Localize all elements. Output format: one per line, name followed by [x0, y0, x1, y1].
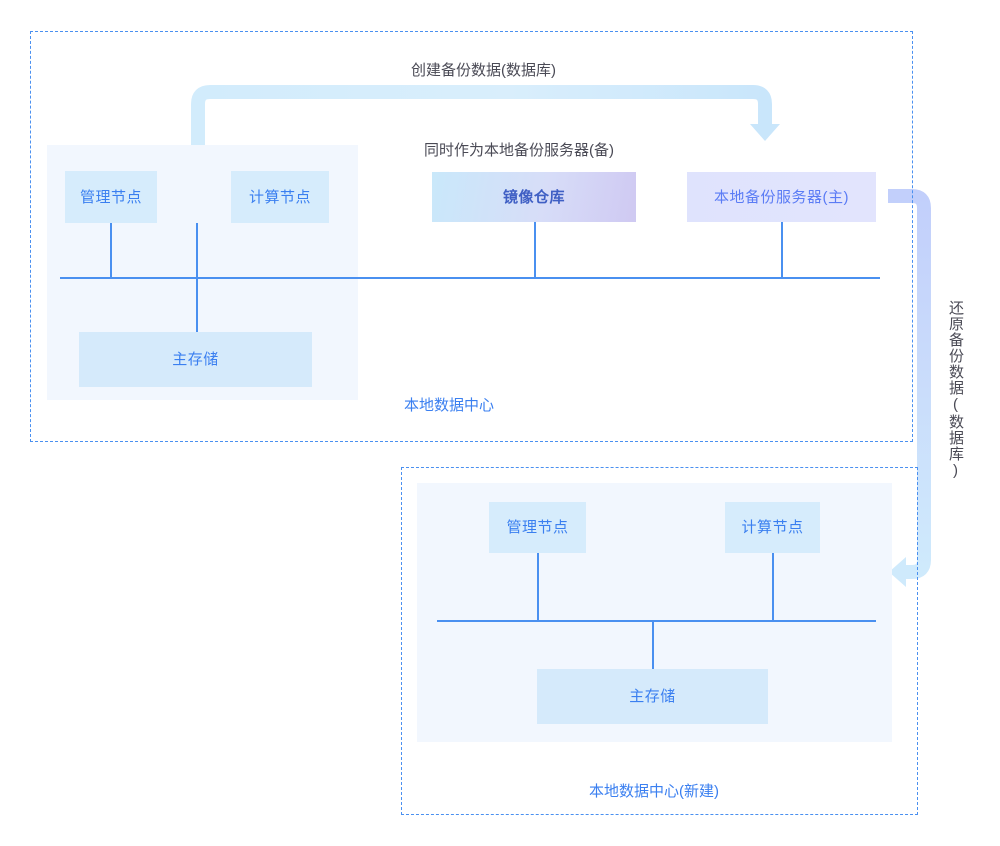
label-region-local-data-center-new: 本地数据中心(新建): [589, 783, 719, 800]
stem-compute-node-new: [772, 553, 774, 621]
node-compute-primary[interactable]: 计算节点: [231, 171, 329, 223]
node-mgmt-new[interactable]: 管理节点: [489, 502, 586, 553]
label-restore-backup-data: 还原备份数据(数据库): [947, 300, 964, 480]
bus-line-primary: [60, 277, 880, 279]
node-image-registry[interactable]: 镜像仓库: [432, 172, 636, 222]
node-primary-storage-primary[interactable]: 主存储: [79, 332, 312, 387]
stem-backup-server-primary: [781, 222, 783, 278]
node-local-backup-server-primary[interactable]: 本地备份服务器(主): [687, 172, 876, 222]
label-region-local-data-center: 本地数据中心: [404, 397, 495, 414]
region-local-data-center: [30, 31, 913, 442]
node-primary-storage-new[interactable]: 主存储: [537, 669, 768, 724]
bus-line-new: [437, 620, 876, 622]
stem-storage-primary: [196, 277, 198, 333]
label-create-backup-data: 创建备份数据(数据库): [411, 62, 556, 79]
region-local-data-center-new: [401, 467, 918, 815]
stem-storage-new: [652, 620, 654, 670]
stem-mgmt-node-primary: [110, 223, 112, 278]
stem-registry-primary: [534, 222, 536, 278]
stem-compute-node-primary: [196, 223, 198, 278]
label-also-local-backup-server: 同时作为本地备份服务器(备): [424, 142, 614, 159]
stem-mgmt-node-new: [537, 553, 539, 621]
node-compute-new[interactable]: 计算节点: [725, 502, 820, 553]
node-mgmt-primary[interactable]: 管理节点: [65, 171, 157, 223]
